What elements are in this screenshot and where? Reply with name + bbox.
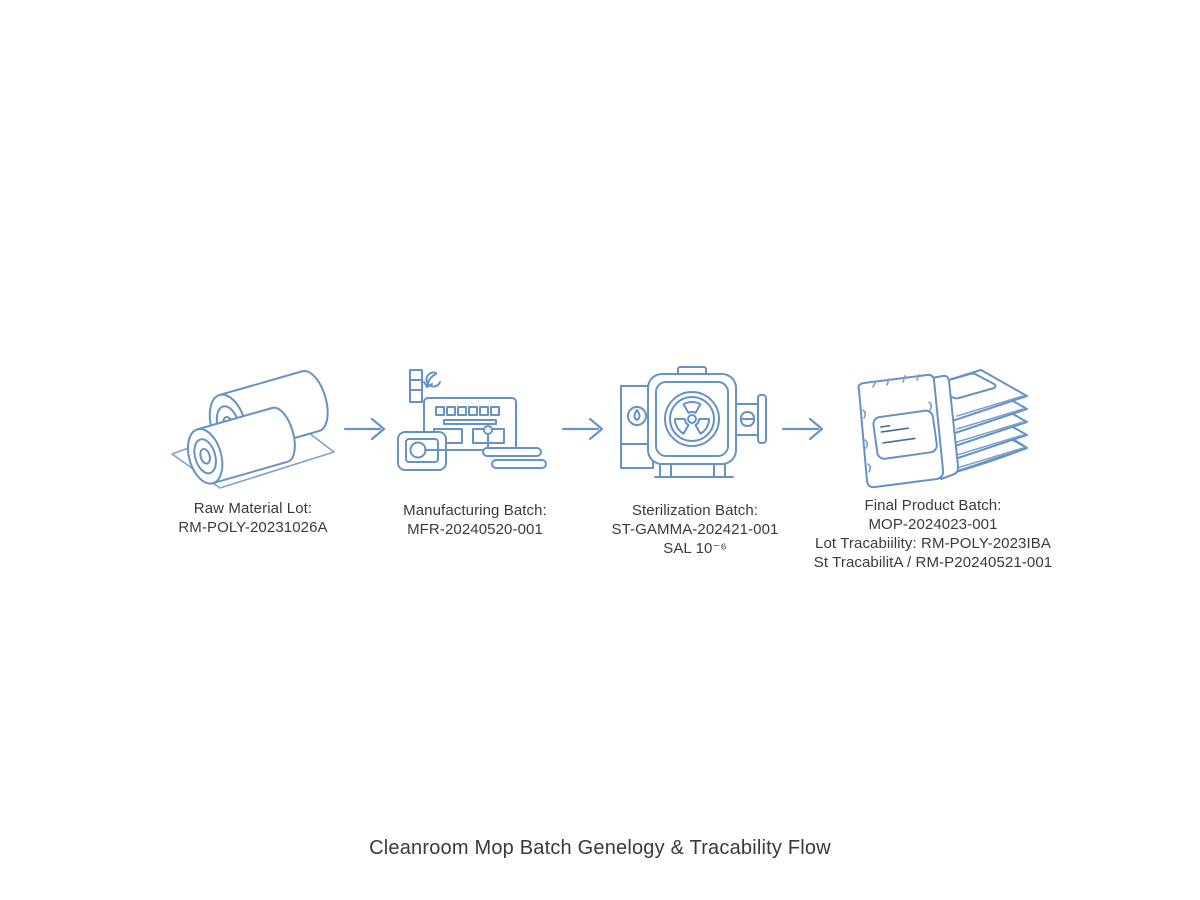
stage-label-final-product: Final Product Batch: MOP-2024023-001 Lot… <box>814 496 1052 572</box>
stage-label-line: ST-GAMMA-202421-001 <box>611 521 779 539</box>
factory-machine-icon <box>394 362 556 480</box>
stage-sterilization: Sterilization Batch: ST-GAMMA-202421-001… <box>603 364 787 558</box>
flow-arrow-icon <box>342 415 392 448</box>
stage-label-line: Raw Material Lot: <box>193 500 313 517</box>
material-rolls-icon <box>164 356 342 494</box>
stage-raw-material: Raw Material Lot: RM-POLY-20231026A <box>158 356 348 537</box>
stage-label-line: St TracabilitA / RM-P20240521-001 <box>813 554 1053 572</box>
flow-arrow-icon <box>780 415 830 448</box>
stage-label-raw-material: Raw Material Lot: RM-POLY-20231026A <box>178 499 327 537</box>
stage-label-line: MOP-2024023-001 <box>868 516 998 534</box>
stage-label-line: MFR-20240520-001 <box>407 521 543 539</box>
wipes-pack-stack-icon <box>831 352 1035 492</box>
stage-manufacturing: Manufacturing Batch: MFR-20240520-001 <box>385 362 565 539</box>
stage-label-line: Manufacturing Batch: <box>403 502 547 519</box>
stage-label-line: SAL 10⁻⁶ <box>663 540 727 558</box>
stage-label-line: Final Product Batch: <box>864 497 1002 514</box>
stage-label-line: RM-POLY-20231026A <box>178 519 328 537</box>
diagram-title: Cleanroom Mop Batch Genelogy & Tracabili… <box>369 837 831 859</box>
stage-final-product: Final Product Batch: MOP-2024023-001 Lot… <box>814 352 1052 572</box>
stage-label-line: Sterilization Batch: <box>631 502 759 519</box>
flow-arrow-icon <box>560 415 610 448</box>
gamma-sterilizer-icon <box>615 364 775 481</box>
stage-label-line: Lot Tracabiility: RM-POLY-2023IBA <box>815 535 1051 553</box>
stage-label-manufacturing: Manufacturing Batch: MFR-20240520-001 <box>403 501 547 539</box>
stage-label-sterilization: Sterilization Batch: ST-GAMMA-202421-001… <box>612 501 779 558</box>
